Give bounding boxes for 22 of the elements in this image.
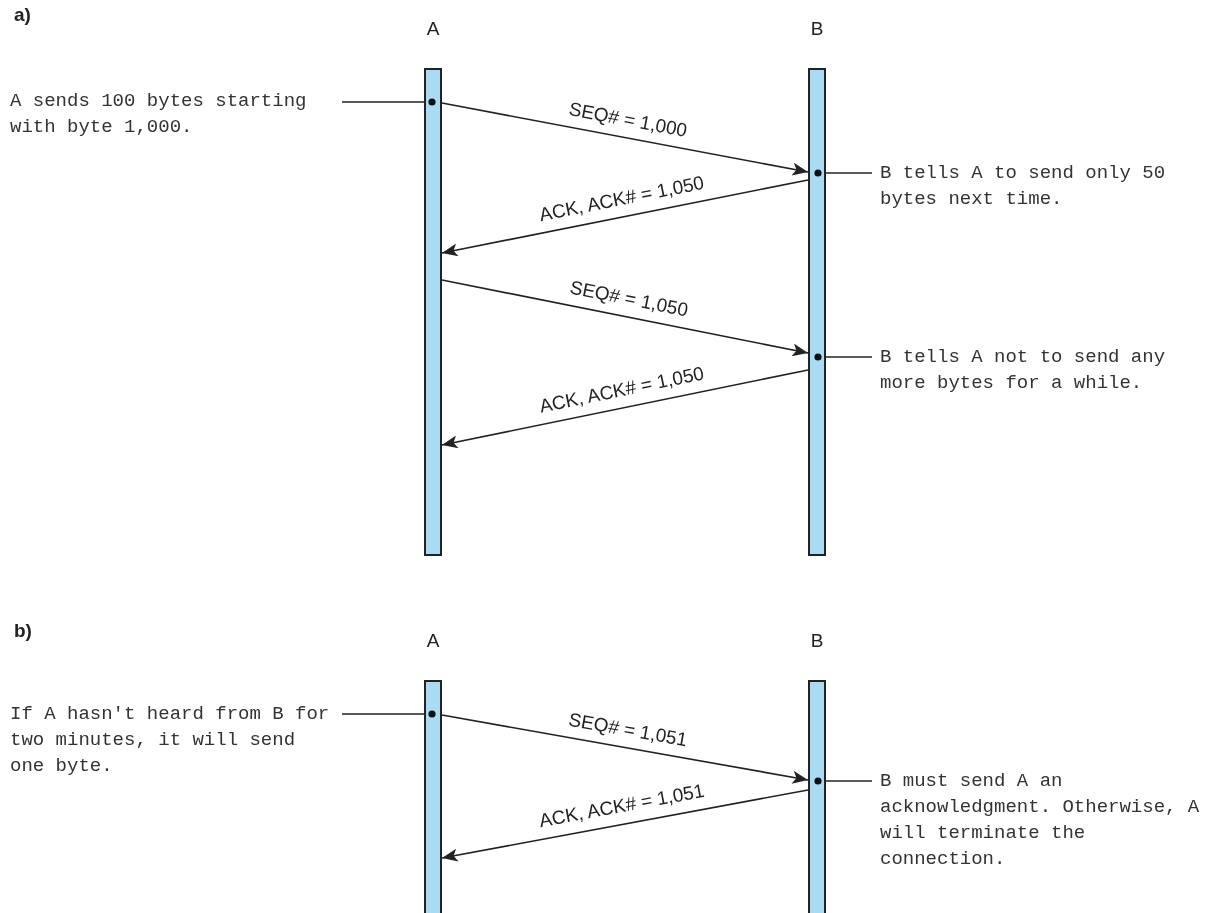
message-arrow	[441, 179, 809, 257]
message-arrow	[441, 714, 809, 784]
message-arrow	[441, 369, 809, 449]
message-arrow	[441, 279, 809, 357]
leader-line	[341, 98, 436, 106]
note-text: B tells A not to send any more bytes for a while.	[880, 345, 1167, 396]
note-text: B must send A an acknowledgment. Otherwise, A will terminate the connection.	[880, 769, 1201, 872]
lifeline-label: B	[810, 18, 824, 40]
note-text: A sends 100 bytes starting with byte 1,000.	[10, 89, 308, 140]
panel-label: a)	[14, 4, 31, 26]
lifeline-label: A	[426, 630, 440, 652]
note-text: If A hasn't heard from B for two minutes, it will send one byte.	[10, 702, 331, 779]
message-arrow	[441, 789, 809, 862]
lifeline-label: B	[810, 630, 824, 652]
lifeline-label: A	[426, 18, 440, 40]
message-arrow	[441, 102, 809, 176]
leader-line	[341, 710, 436, 718]
leader-line	[814, 169, 873, 177]
leader-line	[814, 353, 873, 361]
leader-line	[814, 777, 873, 785]
note-text: B tells A to send only 50 bytes next time.	[880, 161, 1167, 212]
panel-label: b)	[14, 620, 32, 642]
